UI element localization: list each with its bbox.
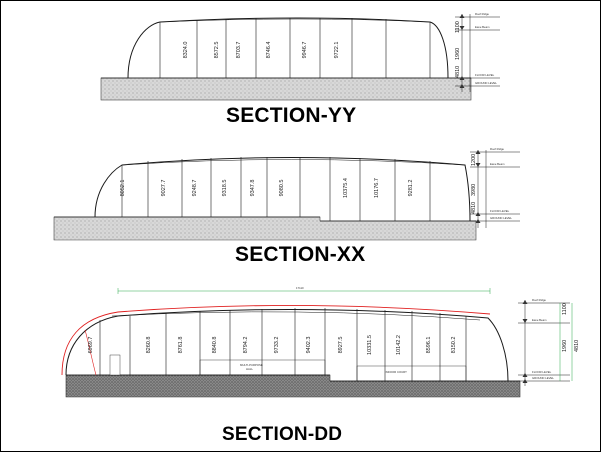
section-yy-dimension-label: 8746.4 [266, 42, 272, 59]
section-yy-dimension-label: 8324.0 [183, 42, 189, 59]
section-xx-title: SECTION-XX [235, 243, 366, 266]
section-dd-side-dim: 1960 [562, 340, 568, 352]
section-dd-dimension-label: 10331.5 [367, 335, 373, 355]
section-xx-dimension-label: 9347.8 [250, 180, 256, 197]
section-yy-side-dim: 1960 [455, 48, 461, 60]
svg-text:INDOOR COURT: INDOOR COURT [385, 370, 407, 374]
section-yy-roof [127, 17, 449, 79]
section-xx-dimension-label: 9080.5 [279, 180, 285, 197]
section-xx-dimension-label: 10176.7 [374, 178, 380, 198]
section-dd-roof [65, 308, 509, 382]
section-yy-side-dim: 1100 [455, 21, 461, 33]
section-dd-roof-red [61, 305, 491, 376]
section-dd-dimension-label: 8150.2 [451, 337, 457, 354]
section-xx-drawing: Roof Ridge Eave Beam FLOOR LEVEL GROUND … [53, 147, 520, 241]
section-xx-side-dim: 1200 [471, 154, 477, 166]
svg-text:Roof Ridge: Roof Ridge [490, 147, 504, 151]
section-yy-dimension-label: 8703.7 [236, 42, 242, 59]
svg-text:GROUND LEVEL: GROUND LEVEL [532, 376, 554, 380]
section-dd-dimension-label: 8927.5 [338, 337, 344, 354]
svg-text:Roof Ridge: Roof Ridge [532, 298, 546, 302]
section-dd-dimension-label: 8761.8 [178, 337, 184, 354]
section-yy-dimension-label: 8572.5 [214, 42, 220, 59]
section-dd-dimension-label: 6969.7 [88, 337, 94, 354]
section-yy-side-dim: 4810 [455, 66, 461, 78]
svg-text:Eave Beam: Eave Beam [490, 162, 505, 166]
svg-text:MULTI-PURPOSE: MULTI-PURPOSE [240, 363, 263, 367]
section-xx-ground [53, 216, 477, 241]
section-dd-dimension-label: 8840.8 [212, 337, 218, 354]
svg-text:Eave Beam: Eave Beam [475, 25, 490, 29]
section-xx-dimension-label: 9318.5 [222, 180, 228, 197]
section-dd-dimension-label: 9733.2 [274, 337, 280, 354]
section-xx-side-dim: 4810 [471, 202, 477, 214]
svg-text:FLOOR LEVEL: FLOOR LEVEL [475, 73, 495, 77]
section-dd-drawing: 17110 MULTI-PURPOSE HAL [61, 286, 580, 398]
svg-text:GROUND LEVEL: GROUND LEVEL [475, 81, 497, 85]
section-xx-roof [94, 157, 471, 222]
section-dd-side-dim: 4810 [574, 340, 580, 352]
section-dd-dimension-label: 9402.3 [306, 337, 312, 354]
section-dd-side-dim: 1100 [562, 303, 568, 315]
section-yy-title: SECTION-YY [226, 104, 357, 127]
section-yy-drawing: Roof Ridge Eave Beam FLOOR LEVEL GROUND … [100, 12, 500, 101]
svg-text:HALL: HALL [246, 367, 253, 371]
section-dd-ground [65, 374, 521, 398]
section-dd-title: SECTION-DD [222, 424, 343, 445]
svg-text:Roof Ridge: Roof Ridge [475, 12, 489, 16]
section-xx-dimension-label: 10375.4 [343, 178, 349, 198]
section-dd-span-dim: 17110 [296, 286, 304, 290]
section-xx-dimension-label: 9281.2 [408, 180, 414, 197]
section-xx-dimension-label: 9027.7 [161, 180, 167, 197]
svg-text:FLOOR LEVEL: FLOOR LEVEL [532, 370, 552, 374]
section-dd-dimension-label: 8260.8 [146, 337, 152, 354]
section-yy-dimension-label: 9722.1 [334, 42, 340, 59]
section-dd-dimension-label: 8596.1 [426, 337, 432, 354]
svg-text:GROUND LEVEL: GROUND LEVEL [490, 216, 512, 220]
section-dd-dimension-label: 8794.2 [243, 337, 249, 354]
section-dd-dimension-label: 10142.2 [396, 335, 402, 355]
section-xx-dimension-label: 8052.1 [120, 180, 126, 197]
section-xx-side-dim: 3980 [471, 184, 477, 196]
section-yy-ground [100, 77, 472, 101]
section-xx-dimension-label: 9248.7 [192, 180, 198, 197]
svg-text:Eave Beam: Eave Beam [532, 318, 547, 322]
svg-text:FLOOR LEVEL: FLOOR LEVEL [490, 209, 510, 213]
section-yy-dimension-label: 9946.7 [302, 42, 308, 59]
